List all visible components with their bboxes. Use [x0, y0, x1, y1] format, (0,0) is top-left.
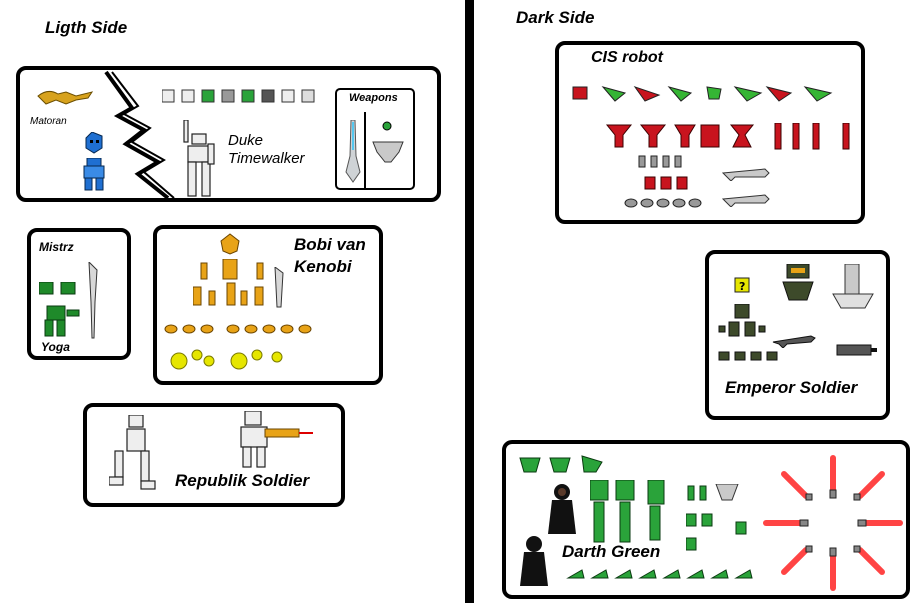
republik-soldier-blaster-sprite	[237, 411, 317, 469]
darth-head-row-sprite	[518, 454, 608, 476]
emperor-body-parts-sprite	[717, 304, 767, 342]
yoga-label: Yoga	[41, 340, 70, 354]
mistrz-label: Mistrz	[39, 240, 74, 254]
bobi-kenobi-panel: Bobi van Kenobi	[153, 225, 383, 385]
emperor-rifle-sprite	[771, 332, 817, 348]
bobi-yellow-parts-sprite	[169, 347, 299, 375]
cis-robot-panel: CIS robot	[555, 41, 865, 224]
duke-label-line1: Duke	[228, 132, 264, 149]
red-lightsaber-burst-sprite	[762, 450, 904, 596]
emperor-head-sprite: ?	[733, 276, 751, 294]
darth-green-body-parts-sprite	[590, 480, 670, 544]
matoran-gold-mask-sprite	[36, 86, 96, 106]
cis-small-parts-sprite	[623, 197, 713, 209]
lightning-divider-graphic	[98, 70, 178, 202]
weapon-shield-sprite	[371, 138, 405, 164]
light-side-title: Ligth Side	[45, 18, 128, 37]
weapons-box: Weapons	[335, 88, 415, 190]
weapons-inner-divider	[364, 112, 366, 188]
bobi-label-line1: Bobi van	[294, 235, 366, 254]
darth-green-limbs-sprite	[686, 484, 762, 554]
weapons-label: Weapons	[349, 92, 398, 104]
yoga-parts-sprite	[39, 282, 81, 348]
emperor-soldier-label: Emperor Soldier	[725, 378, 858, 397]
darth-feet-row-sprite	[566, 568, 756, 580]
cis-grey-parts-sprite	[637, 155, 697, 169]
republik-soldier-label: Republik Soldier	[175, 471, 310, 490]
matoran-label: Matoran	[30, 116, 67, 127]
cis-head-row-sprite	[569, 83, 839, 105]
darth-green-label: Darth Green	[562, 542, 661, 561]
bobi-body-parts-sprite	[193, 259, 289, 319]
matoran-blue-body-sprite	[82, 158, 106, 192]
darth-cloaked-figure-sprite-2	[518, 534, 550, 588]
cis-blaster-sprite-2	[721, 191, 771, 207]
republik-soldier-running-sprite	[109, 415, 159, 495]
weapon-staff-sprite	[343, 120, 363, 184]
bobi-feet-row-sprite	[163, 323, 313, 335]
cis-red-feet-sprite	[643, 175, 693, 191]
bobi-head-sprite	[219, 233, 241, 255]
emperor-helmet-sprite	[781, 264, 815, 304]
mistrz-yoga-panel: Mistrz Yoga	[27, 228, 131, 360]
cis-blaster-sprite-1	[721, 165, 771, 181]
yoga-staff-sprite	[85, 262, 101, 340]
svg-text:?: ?	[739, 280, 745, 293]
cis-robot-label: CIS robot	[591, 49, 663, 66]
darth-green-panel: Darth Green	[502, 440, 910, 599]
emperor-soldier-panel: ? Emperor Soldier	[705, 250, 890, 420]
cis-red-parts-sprite	[605, 123, 859, 153]
darth-cloaked-figure-sprite-1	[546, 482, 578, 536]
dark-side-title: Dark Side	[516, 8, 595, 27]
side-divider	[465, 0, 474, 603]
emperor-launcher-sprite	[833, 342, 879, 358]
duke-helmet-row-sprite	[162, 88, 326, 104]
bobi-label-line2: Kenobi	[294, 257, 352, 276]
duke-label-line2: Timewalker	[228, 150, 305, 167]
weapon-green-gem-sprite	[381, 120, 393, 132]
bobi-sword-sprite	[271, 267, 287, 311]
matoran-duke-panel: Matoran	[16, 66, 441, 202]
emperor-feet-sprite	[717, 350, 781, 362]
matoran-blue-head-sprite	[84, 132, 104, 154]
republik-soldier-panel: Republik Soldier	[83, 403, 345, 507]
emperor-club-sprite	[831, 264, 875, 310]
duke-timewalker-figure-sprite	[178, 120, 218, 198]
